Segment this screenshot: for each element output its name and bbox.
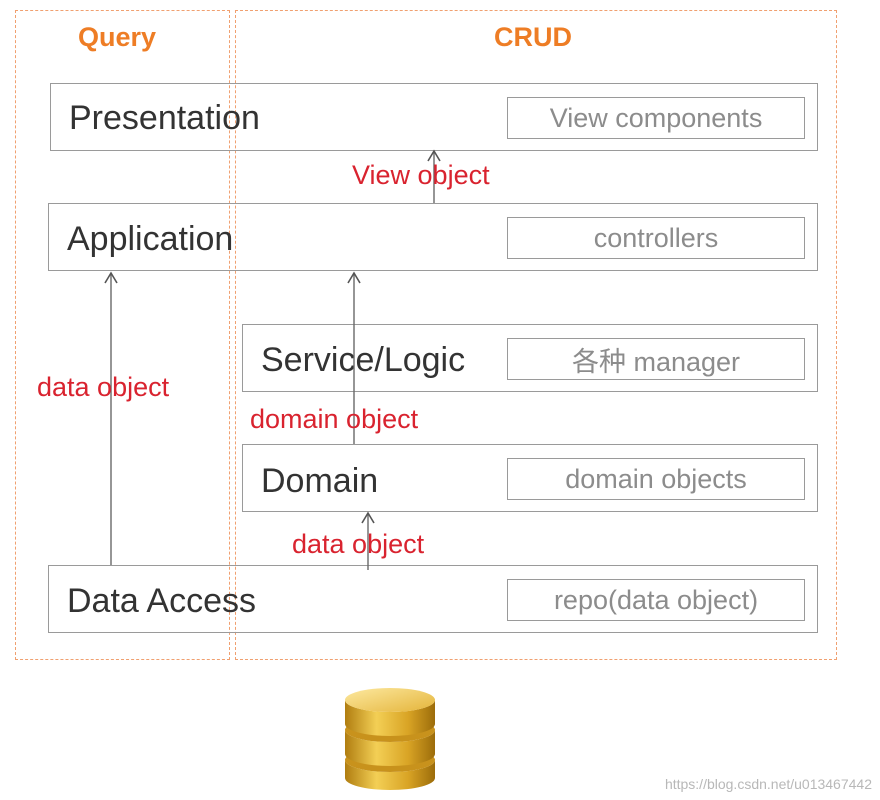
view-components-box: View components (507, 97, 805, 139)
domain-layer (242, 444, 818, 512)
crud-zone-title: CRUD (494, 22, 572, 52)
domain-object-arrowhead (347, 271, 361, 284)
database-icon (345, 688, 435, 790)
data-object-query-label: data object (37, 372, 170, 402)
crud-zone (235, 10, 837, 660)
data-access-layer (48, 565, 818, 633)
watermark: https://blog.csdn.net/u013467442 (664, 776, 872, 792)
application-layer (48, 203, 818, 271)
presentation-layer-label: Presentation (69, 99, 260, 137)
domain-objects-box: domain objects (507, 458, 805, 500)
domain-layer-label: Domain (261, 462, 379, 500)
query-zone-title: Query (78, 22, 157, 52)
application-layer-label: Application (67, 220, 234, 258)
data-object-crud-arrowhead (361, 511, 375, 524)
service-logic-layer (242, 324, 818, 392)
manager-box: 各种 manager (507, 338, 805, 380)
data-object-query-arrowhead (104, 271, 118, 284)
repo-box: repo(data object) (507, 579, 805, 621)
service-logic-layer-label: Service/Logic (261, 341, 466, 379)
domain-object-label: domain object (250, 404, 419, 434)
query-zone (15, 10, 230, 660)
data-access-layer-label: Data Access (67, 582, 256, 620)
controllers-box: controllers (507, 217, 805, 259)
data-object-crud-label: data object (292, 529, 425, 559)
view-object-arrowhead (427, 149, 441, 162)
view-object-label: View object (352, 160, 490, 190)
